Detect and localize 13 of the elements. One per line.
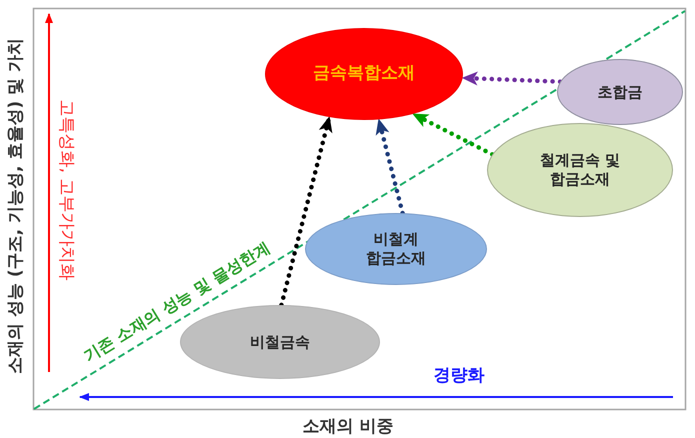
direction-label: 경량화 bbox=[434, 368, 484, 384]
material-label: 철계금속 및 합금소재 bbox=[538, 151, 622, 189]
material-label: 비철계 합금소재 bbox=[365, 230, 427, 268]
dotted-arrow bbox=[460, 72, 562, 86]
material-label: 금속복합소재 bbox=[313, 63, 415, 85]
dotted-arrow bbox=[376, 117, 405, 216]
material-label: 비철금속 bbox=[250, 332, 310, 352]
material-label: 초합금 bbox=[598, 82, 642, 102]
axis-title: 소재의 비중 bbox=[302, 418, 394, 436]
axis-title: 소재의 성능 (구조, 기능성, 효율성) 및 가치 bbox=[8, 38, 24, 374]
dotted-arrow bbox=[279, 114, 332, 308]
direction-label: 고특성화, 고부가가치화 bbox=[58, 100, 74, 280]
dotted-arrow bbox=[410, 112, 495, 157]
